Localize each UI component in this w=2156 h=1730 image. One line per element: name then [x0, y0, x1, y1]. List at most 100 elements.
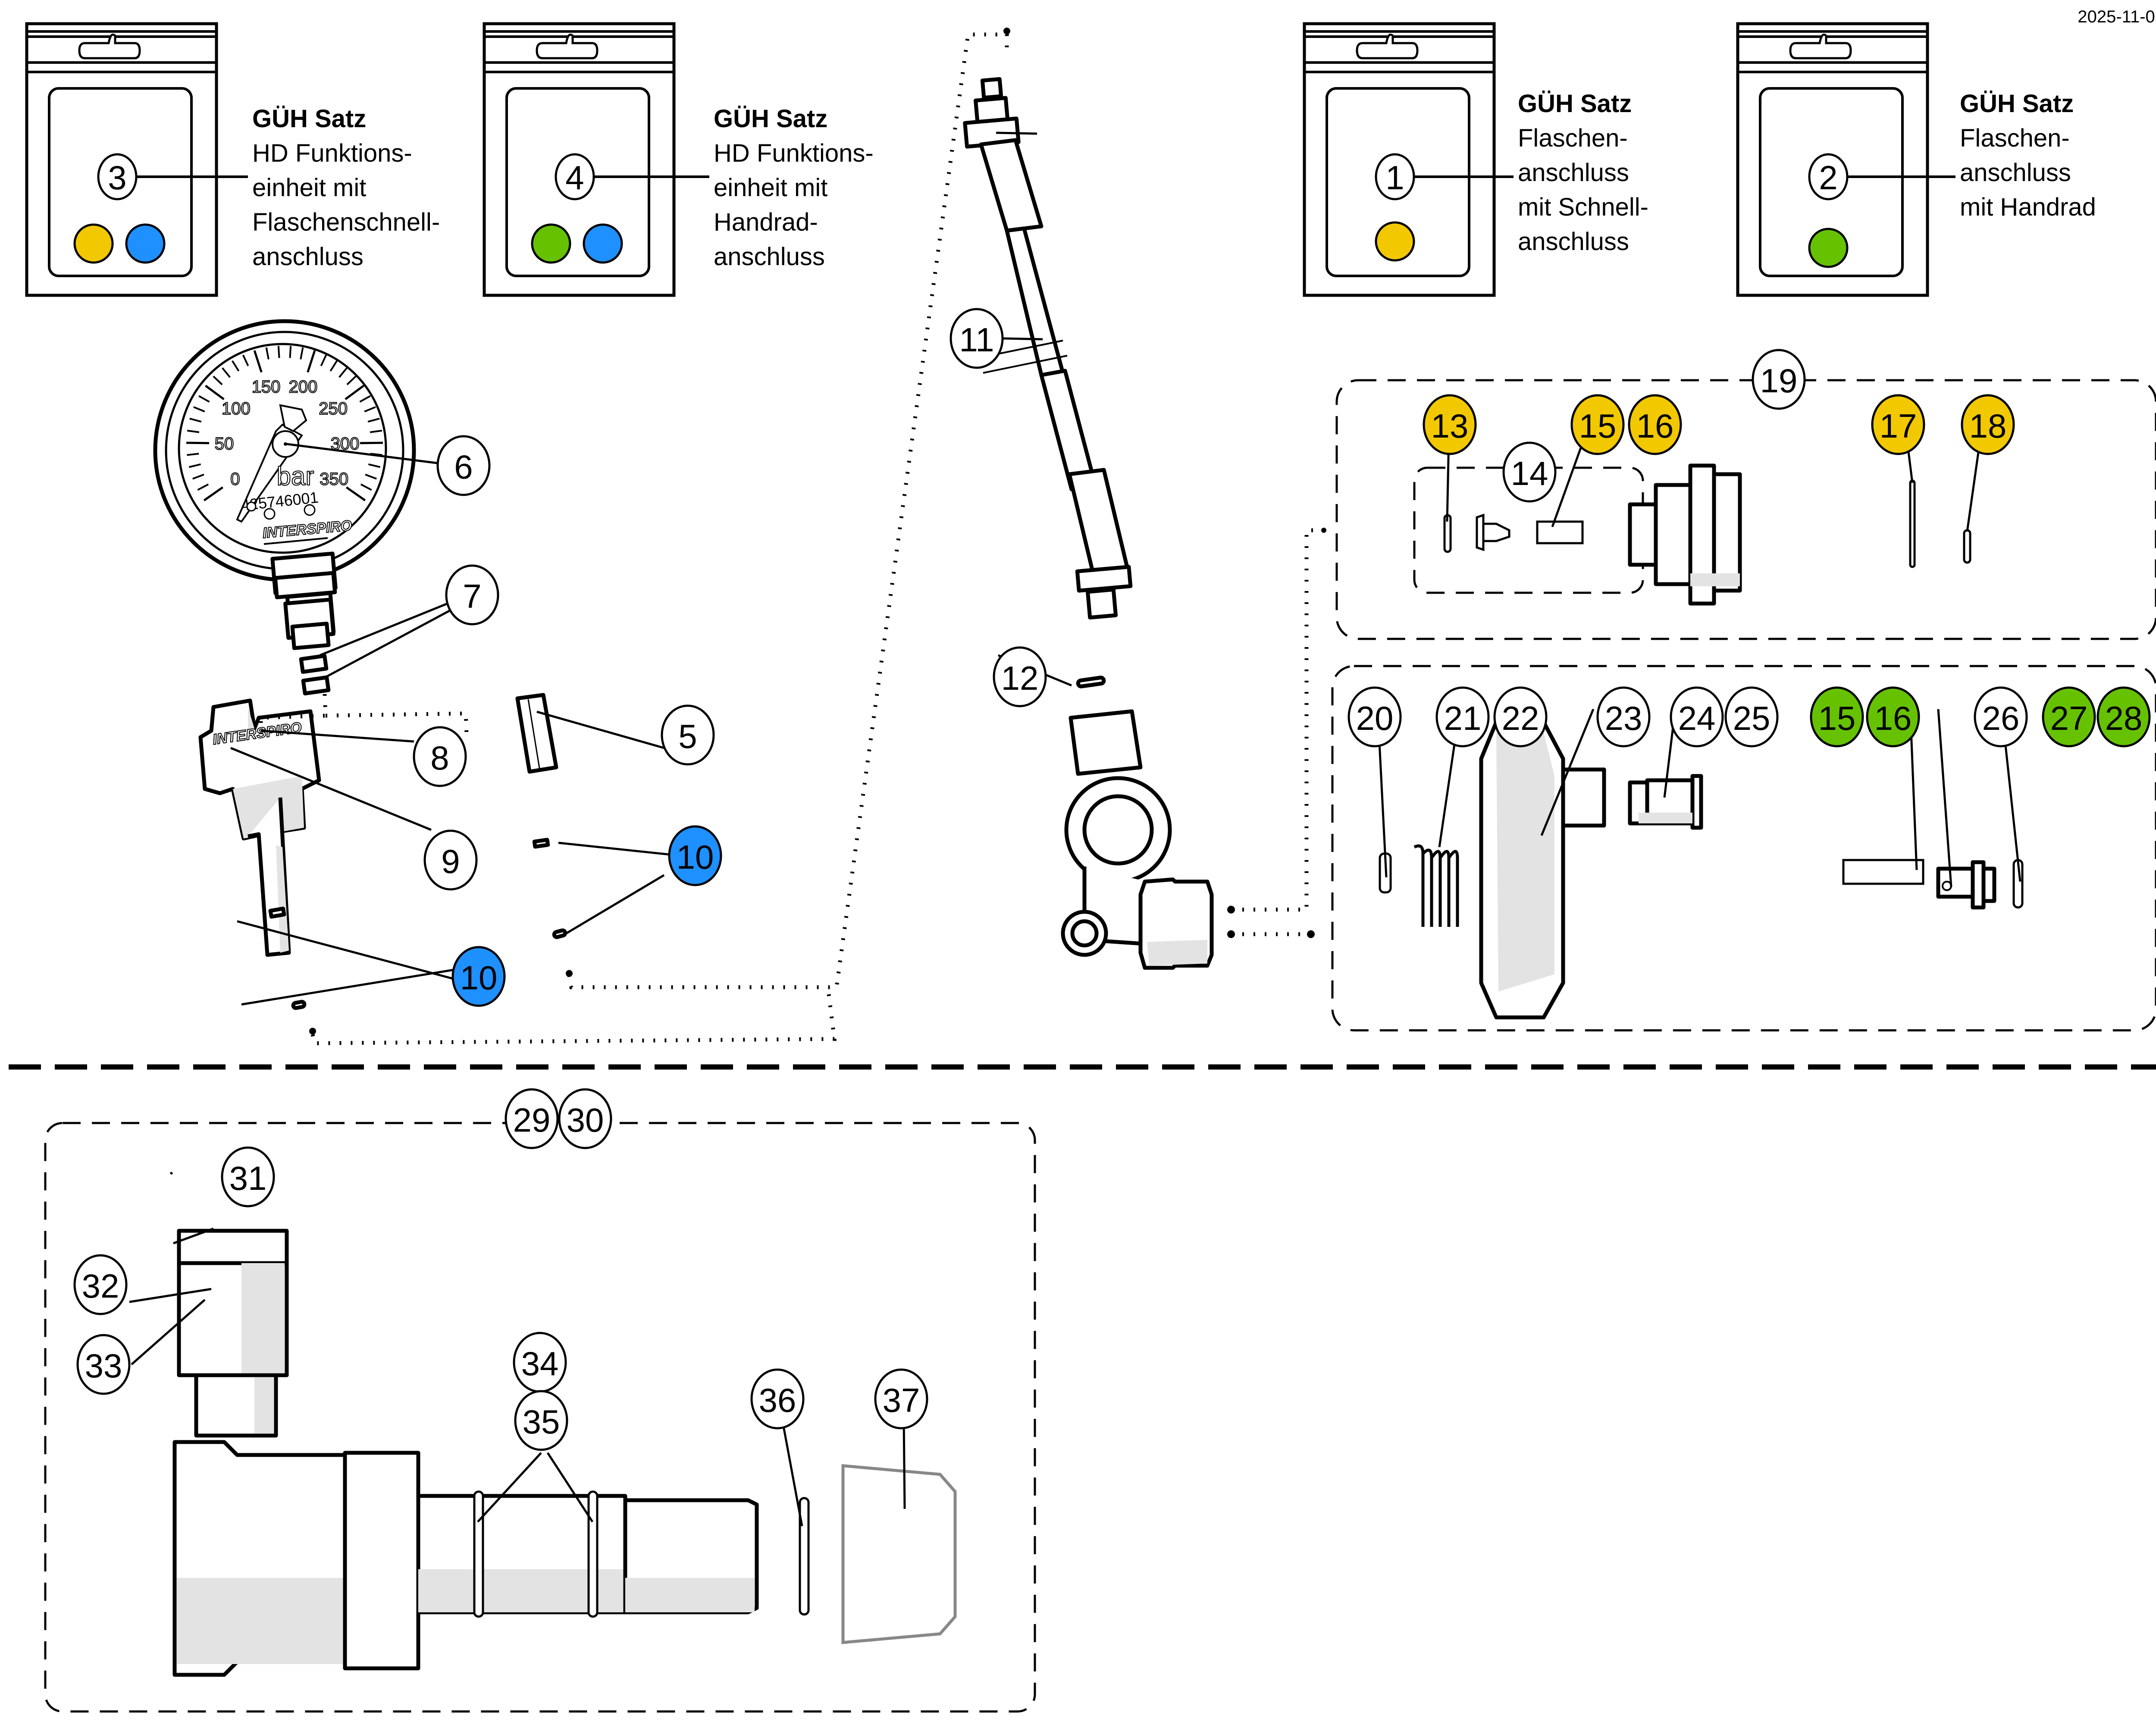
part-26-valve: [1936, 860, 1996, 910]
callout-22: 22: [1493, 686, 1548, 748]
gauge-scale-label: 100: [222, 399, 251, 418]
gauge-tick: [232, 360, 240, 372]
callout-number: 15: [1818, 699, 1856, 737]
callout-number: 23: [1605, 699, 1642, 737]
callout-27: 27: [2042, 686, 2096, 748]
callout-number: 8: [430, 739, 449, 777]
callout-number: 37: [883, 1381, 920, 1419]
callout-number: 7: [463, 577, 481, 615]
gauge-tick: [300, 347, 304, 360]
gauge-tick: [368, 463, 381, 468]
callout-circle: [1502, 441, 1557, 503]
kit-description-line: mit Handrad: [1960, 193, 2096, 221]
part-15-16-seal: [1536, 520, 1584, 544]
callout-11: 11: [950, 308, 1004, 369]
callout-circle: [1961, 394, 2015, 455]
callout-circle: [2096, 686, 2151, 748]
callout-number: 15: [1579, 407, 1617, 445]
callout-number: 33: [85, 1347, 122, 1385]
gauge-tick: [360, 483, 372, 491]
gauge-tick: [320, 354, 327, 366]
gauge-tick: [193, 406, 205, 413]
callout-circle: [1435, 686, 1490, 748]
part-15-16-seal-green: [1842, 859, 1924, 885]
callout-circle: [1724, 686, 1779, 748]
gauge-scale-label: 200: [289, 378, 318, 397]
callout-15: 15: [1810, 686, 1864, 748]
callout-number: 10: [677, 838, 714, 876]
kit-color-dot-blue: [125, 223, 166, 264]
callout-number: 26: [1982, 699, 2020, 737]
gauge-scale-label: 50: [215, 434, 234, 453]
callout-29: 29: [505, 1088, 559, 1149]
callout-20: 20: [1348, 686, 1402, 748]
callout-35: 35: [514, 1390, 568, 1451]
part-17-rod: [1909, 479, 1916, 568]
gauge-tick: [307, 350, 316, 373]
callout-circle: [558, 1088, 612, 1149]
callout-circle: [514, 1390, 568, 1451]
callout-circle: [1348, 686, 1402, 748]
kit-number: 4: [565, 159, 584, 197]
kit-description-line: Flaschenschnell-: [252, 208, 440, 236]
callout-circle: [445, 564, 499, 626]
callout-number: 28: [2105, 699, 2143, 737]
callout-17: 17: [1871, 394, 1925, 455]
part-21-spring: [1413, 844, 1459, 927]
callout-number: 10: [460, 959, 498, 997]
kit-title: GÜH Satz: [714, 105, 827, 133]
callout-number: 16: [1636, 407, 1674, 445]
callout-circle: [413, 726, 467, 787]
gauge-tick: [192, 473, 204, 480]
callout-circle: [505, 1088, 559, 1149]
callout-circle: [1871, 394, 1925, 455]
callout-13: 13: [1423, 394, 1477, 455]
kit-color-dot-yellow: [73, 223, 114, 264]
assembly-29-30-box: [44, 1122, 1036, 1713]
callout-28: 28: [2096, 686, 2151, 748]
gauge-tick: [365, 473, 377, 480]
callout-circle: [436, 435, 491, 496]
callout-number: 32: [82, 1267, 119, 1305]
o-ring-35: [587, 1490, 599, 1618]
callout-7: 7: [445, 564, 499, 626]
kit-title: GÜH Satz: [1518, 90, 1632, 118]
callout-33: 33: [76, 1334, 131, 1395]
callout-circle: [2042, 686, 2096, 748]
kit-description-line: HD Funktions-: [252, 139, 412, 167]
part-12-pin: [1076, 676, 1106, 688]
kit-color-dot-green: [531, 223, 571, 264]
part-18-pin: [1963, 529, 1971, 564]
kit-description-line: anschluss: [1518, 228, 1629, 256]
hang-hole-icon: [78, 33, 141, 59]
valve-body: [1061, 709, 1214, 970]
callout-number: 24: [1678, 699, 1716, 737]
gauge-tick: [289, 346, 292, 358]
callout-number: 25: [1733, 699, 1771, 737]
gauge-tick: [203, 486, 224, 501]
callout-circle: [1974, 686, 2028, 748]
kit-number-bubble: [1808, 153, 1849, 200]
kit-color-dot-yellow: [1375, 221, 1415, 262]
kit-number-bubble: [555, 153, 595, 200]
kit-description-line: anschluss: [252, 243, 364, 271]
callout-number: 34: [521, 1345, 559, 1383]
callout-circle: [73, 1254, 128, 1315]
callout-circle: [1810, 686, 1864, 748]
callout-16: 16: [1866, 686, 1920, 748]
kit-title: GÜH Satz: [1960, 90, 2074, 118]
callout-circle: [1423, 394, 1477, 455]
hang-hole-icon: [1789, 33, 1852, 59]
handwheel-assembly-box: [1331, 665, 2156, 1032]
kit-description-line: einheit mit: [714, 174, 827, 202]
callout-circle: [1570, 394, 1625, 455]
hang-hole-icon: [536, 33, 599, 59]
kit-description-line: anschluss: [1518, 159, 1629, 187]
gauge-tick: [187, 453, 199, 456]
